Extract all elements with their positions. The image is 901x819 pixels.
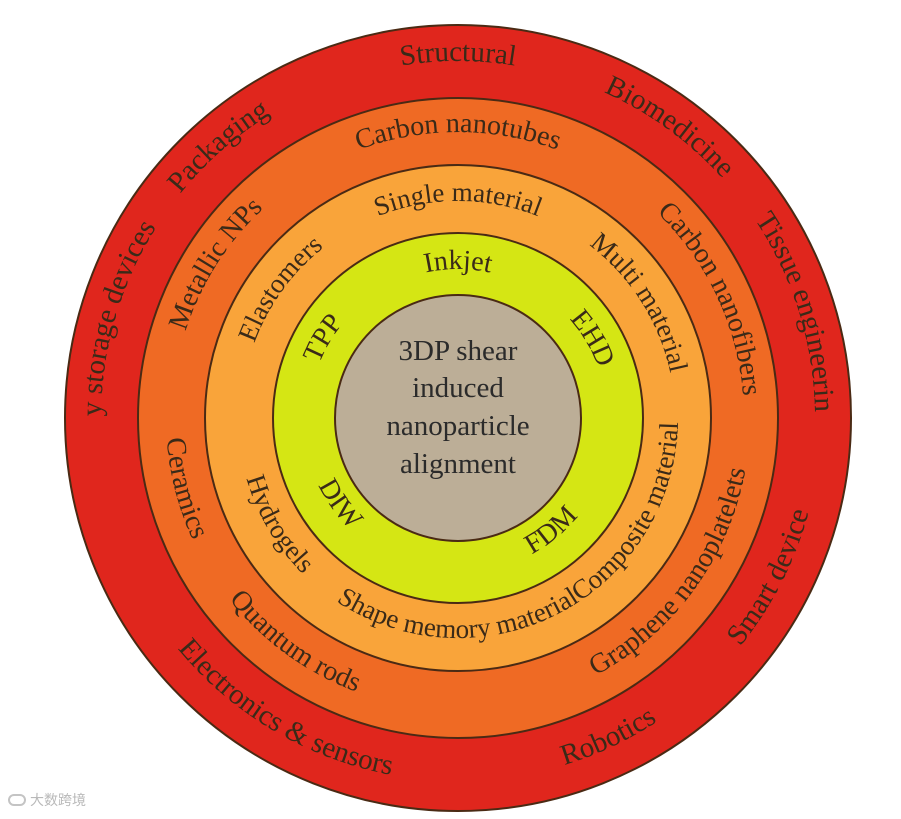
center-line-3: nanoparticle [386, 410, 529, 442]
watermark-logo-icon [8, 794, 26, 806]
center-circle [334, 294, 582, 542]
center-line-4: alignment [400, 448, 516, 480]
app-label-structural: Structural [398, 36, 519, 72]
watermark: 大数跨境 [8, 790, 86, 810]
center-line-1: 3DP shear [399, 335, 518, 367]
watermark-text: 大数跨境 [30, 793, 86, 809]
center-line-2: induced [412, 372, 504, 404]
